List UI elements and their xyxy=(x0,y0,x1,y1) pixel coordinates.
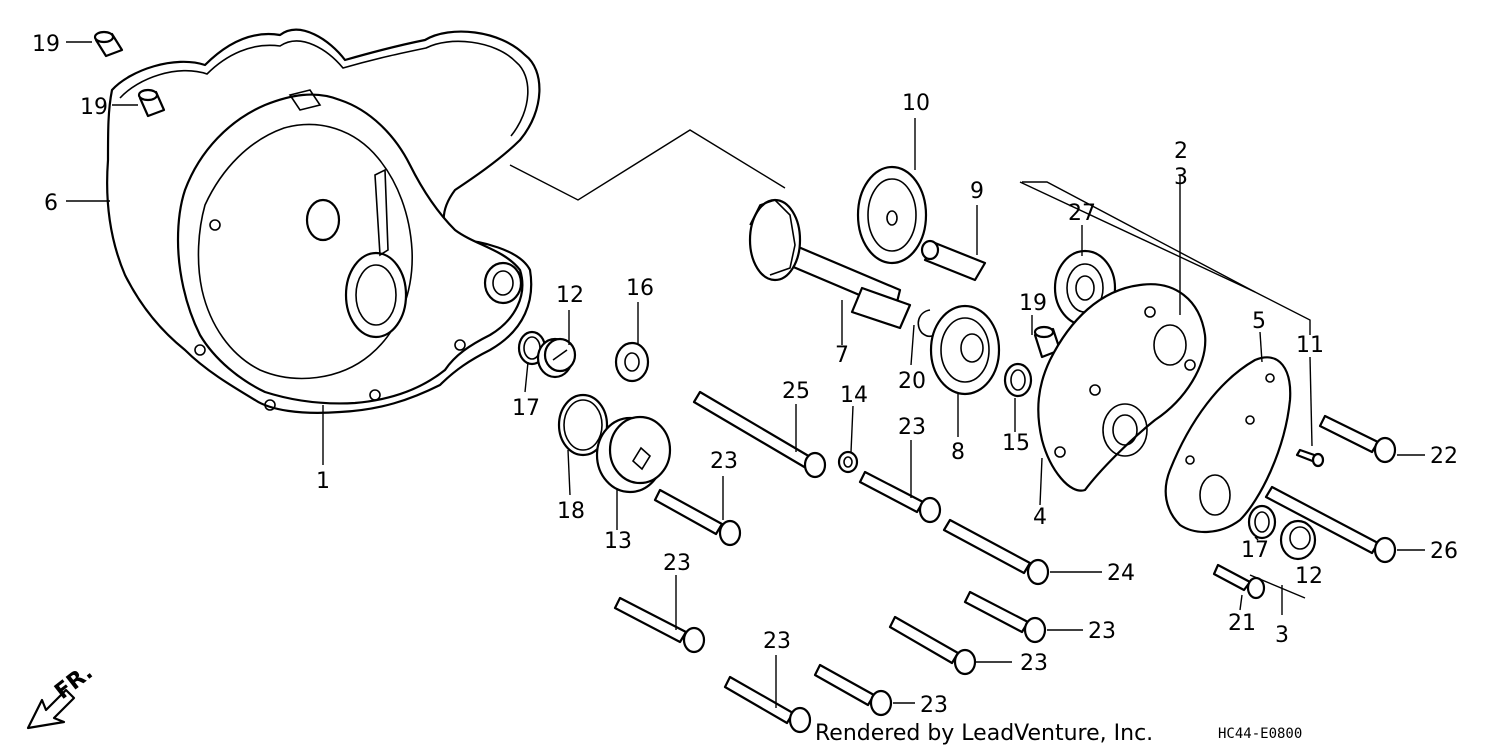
callout-9: 9 xyxy=(970,179,984,204)
oil-pump-cover-2 xyxy=(1037,283,1207,492)
callout-22: 22 xyxy=(1430,444,1458,469)
plug-13 xyxy=(595,415,672,494)
callout-19-top: 19 xyxy=(32,32,60,57)
callout-23-c: 23 xyxy=(663,551,691,576)
callout-17-left: 17 xyxy=(512,396,540,421)
callout-18: 18 xyxy=(557,499,585,524)
bolt-23-e xyxy=(888,615,977,676)
callout-21: 21 xyxy=(1228,611,1256,636)
callout-6: 6 xyxy=(44,191,58,216)
callout-16: 16 xyxy=(626,276,654,301)
callout-23-g: 23 xyxy=(763,629,791,654)
leader-lines xyxy=(66,41,1425,708)
washer-15 xyxy=(1003,362,1033,398)
callout-20: 20 xyxy=(898,369,926,394)
callout-7: 7 xyxy=(835,343,849,368)
diagram-code: HC44-E0800 xyxy=(1218,726,1302,742)
o-ring-18 xyxy=(557,393,609,457)
bolt-23-b xyxy=(858,470,942,524)
bolt-24 xyxy=(942,518,1050,586)
gear-8 xyxy=(929,304,1001,396)
callout-23-b: 23 xyxy=(898,415,926,440)
callout-17-right: 17 xyxy=(1241,538,1269,563)
callout-23-a: 23 xyxy=(710,449,738,474)
callout-14: 14 xyxy=(840,383,868,408)
callout-26: 26 xyxy=(1430,539,1458,564)
callout-23-e: 23 xyxy=(1020,651,1048,676)
bolt-21 xyxy=(1212,563,1266,600)
bolt-23-d xyxy=(963,590,1047,644)
callout-23-d: 23 xyxy=(1088,619,1116,644)
bolt-26 xyxy=(1264,485,1397,564)
o-ring-17-right xyxy=(1247,504,1277,540)
shaft-7 xyxy=(748,198,912,330)
screw-11 xyxy=(1295,448,1325,468)
callout-12-right: 12 xyxy=(1295,564,1323,589)
bolt-23-f xyxy=(813,663,893,717)
washer-14 xyxy=(837,450,859,474)
callout-19-mid: 19 xyxy=(80,95,108,120)
callout-3-bottom: 3 xyxy=(1275,623,1289,648)
bolt-23-g xyxy=(723,675,812,734)
bolt-25 xyxy=(692,390,827,479)
callout-27: 27 xyxy=(1068,201,1096,226)
bolt-22 xyxy=(1318,414,1397,464)
callout-1: 1 xyxy=(316,469,330,494)
callout-19-right: 19 xyxy=(1019,291,1047,316)
callout-8: 8 xyxy=(951,440,965,465)
callout-23-f: 23 xyxy=(920,693,948,718)
gear-10 xyxy=(856,165,928,265)
front-direction-arrow: FR. xyxy=(26,660,98,730)
bolt-23-a xyxy=(653,488,742,547)
callout-11: 11 xyxy=(1296,333,1324,358)
plug-12-left xyxy=(536,337,577,379)
callout-4: 4 xyxy=(1033,505,1047,530)
callout-13: 13 xyxy=(604,529,632,554)
callout-2: 2 xyxy=(1174,139,1188,164)
callout-24: 24 xyxy=(1107,561,1135,586)
callout-3-top: 3 xyxy=(1174,165,1188,190)
callout-10: 10 xyxy=(902,91,930,116)
seal-16 xyxy=(614,341,650,383)
pin-9 xyxy=(920,239,987,282)
bolt-23-c xyxy=(613,596,706,654)
callout-15: 15 xyxy=(1002,431,1030,456)
dowel-pin-mid xyxy=(137,88,166,118)
dowel-pin-top xyxy=(93,30,124,58)
render-credit: Rendered by LeadVenture, Inc. xyxy=(815,721,1153,746)
callout-12-left: 12 xyxy=(556,283,584,308)
plate-5 xyxy=(1164,356,1292,534)
callout-5: 5 xyxy=(1252,309,1266,334)
callout-numbers: 19 19 6 1 12 16 17 18 13 10 9 7 20 19 8 … xyxy=(32,32,1458,718)
crankcase-cover xyxy=(176,89,524,411)
callout-25: 25 xyxy=(782,379,810,404)
plug-12-right xyxy=(1279,519,1317,561)
